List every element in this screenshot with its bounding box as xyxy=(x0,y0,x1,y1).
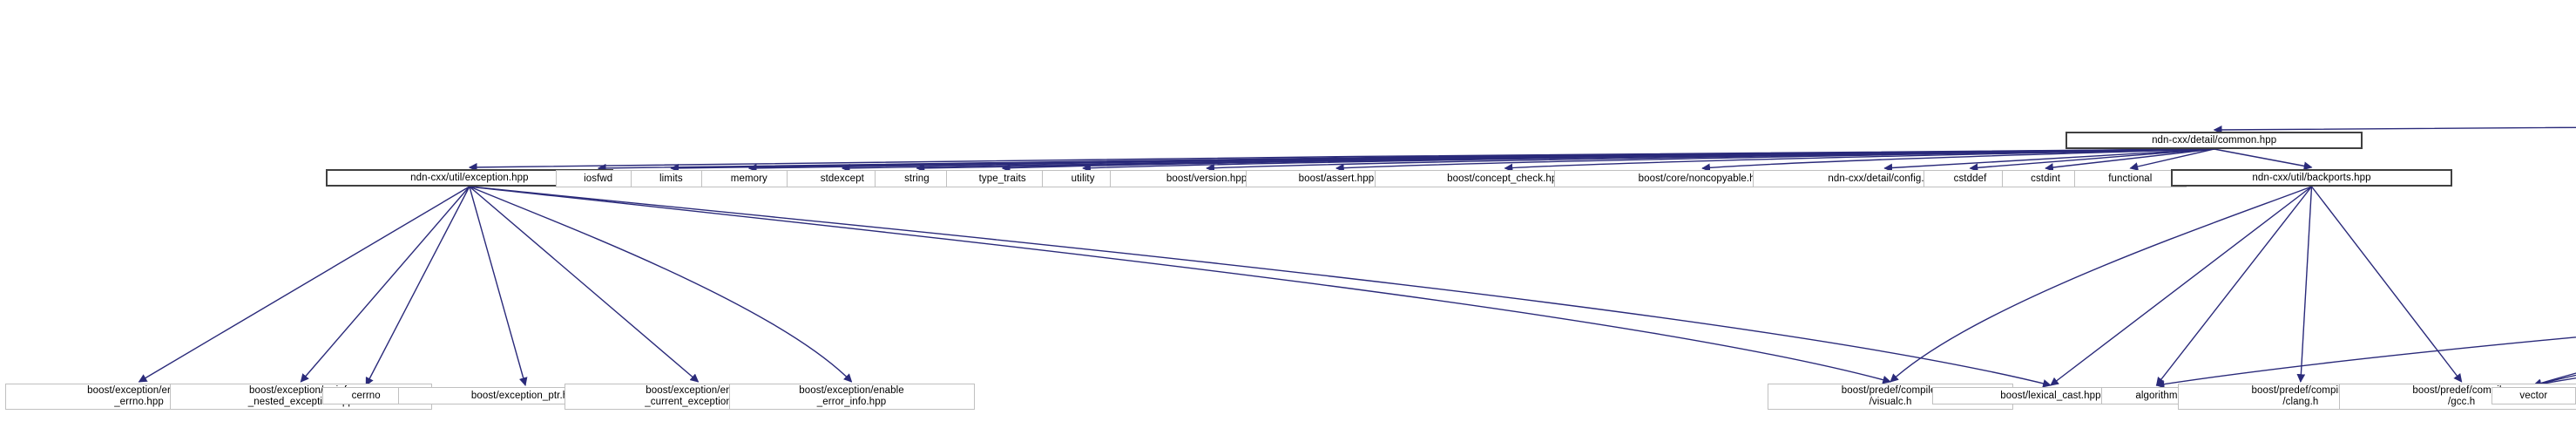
graph-node-typetraits[interactable]: type_traits xyxy=(945,170,1059,187)
graph-node-limits[interactable]: limits xyxy=(630,170,713,187)
graph-edge-transformbase-to-vector xyxy=(2532,374,2576,388)
graph-edge-exception-to-exceptionptr xyxy=(469,186,528,386)
graph-node-functional[interactable]: functional xyxy=(2074,170,2187,187)
graph-node-gcc[interactable]: boost/predef/compiler /gcc.h xyxy=(2338,384,2576,410)
graph-node-exception[interactable]: ndn-cxx/util/exception.hpp xyxy=(325,169,614,187)
graph-edge-transformbase-to-common xyxy=(2213,126,2576,134)
graph-node-common[interactable]: ndn-cxx/detail/common.hpp xyxy=(2066,132,2363,149)
graph-node-memory[interactable]: memory xyxy=(701,170,797,187)
graph-node-stdexcept[interactable]: stdexcept xyxy=(786,170,899,187)
graph-edge-exception-to-errinfoerrno xyxy=(138,186,470,383)
graph-node-cerrno[interactable]: cerrno xyxy=(321,387,410,404)
graph-edge-exception-to-lexicalcast xyxy=(469,186,2052,388)
graph-node-errinfonested[interactable]: boost/exception/errinfo _nested_exceptio… xyxy=(169,384,433,410)
graph-edge-common-to-cstddef xyxy=(1969,148,2214,173)
graph-edge-backports-to-gcc xyxy=(2310,186,2463,383)
graph-edge-common-to-bconcept xyxy=(1504,148,2214,173)
graph-edge-backports-to-lexicalcast xyxy=(2050,186,2312,386)
graph-edge-exception-to-visualc xyxy=(469,186,1892,384)
graph-node-cstdint[interactable]: cstdint xyxy=(2001,170,2090,187)
graph-edge-common-to-backports xyxy=(2214,148,2313,171)
graph-edge-common-to-config xyxy=(1883,148,2214,173)
graph-edge-exception-to-enableerror xyxy=(469,186,853,383)
graph-node-iosfwd[interactable]: iosfwd xyxy=(556,170,641,187)
graph-edge-common-to-bnoncopy xyxy=(1701,148,2214,173)
graph-edge-root-to-vector xyxy=(2532,372,2576,388)
graph-edge-backports-to-visualc xyxy=(1890,186,2312,383)
graph-edge-exception-to-enablecurrent xyxy=(469,186,700,383)
graph-edge-backports-to-clang xyxy=(2296,186,2313,383)
graph-edge-backports-to-algorithm xyxy=(2155,186,2313,386)
graph-edge-common-to-cstdint xyxy=(2045,148,2214,172)
graph-edge-exception-to-errinfonested xyxy=(300,186,470,383)
graph-node-utility[interactable]: utility xyxy=(1042,170,1124,187)
graph-node-vector[interactable]: vector xyxy=(2491,387,2576,404)
graph-node-cstddef[interactable]: cstddef xyxy=(1924,170,2017,187)
graph-edge-spanlite-to-algorithm xyxy=(2155,336,2576,389)
graph-node-backports[interactable]: ndn-cxx/util/backports.hpp xyxy=(2171,169,2452,187)
graph-edge-common-to-functional xyxy=(2129,148,2214,171)
graph-edge-spanlite-to-vector xyxy=(2532,377,2576,389)
graph-node-enableerror[interactable]: boost/exception/enable _error_info.hpp xyxy=(728,384,975,410)
graph-node-string[interactable]: string xyxy=(874,170,960,187)
graph-edge-exception-to-cerrno xyxy=(365,186,470,386)
